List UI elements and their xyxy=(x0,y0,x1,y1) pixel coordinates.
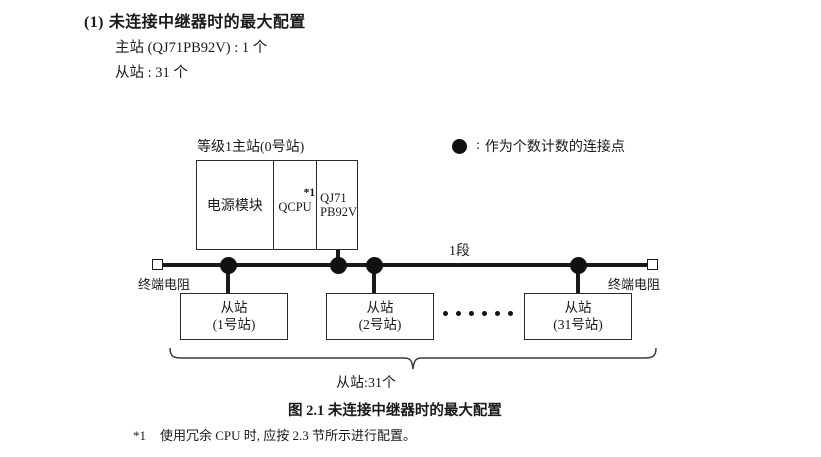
slave-group-brace-label: 从站:31个 xyxy=(336,376,396,391)
drop-line-slave-1 xyxy=(226,265,230,294)
drop-line-slave-2 xyxy=(372,265,376,294)
module-qcpu-label: QCPU xyxy=(278,199,312,214)
legend: : 作为个数计数的连接点 xyxy=(452,136,625,156)
bus-line xyxy=(156,263,652,267)
spec-master-count: 主站 (QJ71PB92V) : 1 个 xyxy=(115,40,268,56)
terminator-right-icon xyxy=(647,259,658,270)
drop-line-slave-31 xyxy=(576,265,580,294)
ellipsis-dot xyxy=(443,311,448,316)
section-heading: (1)未连接中继器时的最大配置 xyxy=(84,8,306,32)
section-title: 未连接中继器时的最大配置 xyxy=(108,14,306,31)
module-power-supply: 电源模块 xyxy=(197,161,274,249)
slave-station-box-31: 从站 (31号站) xyxy=(524,293,632,340)
figure-caption: 图 2.1 未连接中继器时的最大配置 xyxy=(288,403,502,419)
slave-station-box-1: 从站 (1号站) xyxy=(180,293,288,340)
module-qj71pb92v-line1: QJ71 xyxy=(320,191,347,205)
legend-dot-icon xyxy=(452,138,467,154)
segment-label: 1段 xyxy=(449,244,470,259)
slave-station-box-2: 从站 (2号站) xyxy=(326,293,434,340)
ellipsis-dot xyxy=(469,311,474,316)
footnote-text: 使用冗余 CPU 时, 应按 2.3 节所示进行配置。 xyxy=(160,428,417,443)
brace-svg xyxy=(169,347,657,370)
slave-station-2-number: (2号站) xyxy=(358,316,402,332)
connection-dot-slave-31 xyxy=(570,257,587,274)
legend-text: 作为个数计数的连接点 xyxy=(484,140,625,155)
terminator-right-label: 终端电阻 xyxy=(608,277,661,292)
module-qcpu: QCPU *1 xyxy=(274,161,318,249)
connection-dot-slave-2 xyxy=(366,257,383,274)
slave-station-31-name: 从站 xyxy=(564,300,592,316)
ellipsis-dot xyxy=(482,311,487,316)
master-station-label: 等级1主站(0号站) xyxy=(197,140,305,155)
module-power-supply-label: 电源模块 xyxy=(206,199,263,214)
section-number: (1) xyxy=(84,14,104,31)
ellipsis-dot xyxy=(508,311,513,316)
footnote: *1 使用冗余 CPU 时, 应按 2.3 节所示进行配置。 xyxy=(133,425,416,444)
qcpu-footnote-marker: *1 xyxy=(303,187,316,199)
connection-dot-slave-1 xyxy=(220,257,237,274)
terminator-left-label: 终端电阻 xyxy=(138,277,191,292)
ellipsis-dot xyxy=(495,311,500,316)
ellipsis-dots-icon xyxy=(443,311,513,316)
module-qj71pb92v-line2: PB92V xyxy=(320,205,357,219)
slave-station-1-number: (1号站) xyxy=(212,316,256,332)
slave-station-31-number: (31号站) xyxy=(553,316,603,332)
slave-group-brace xyxy=(168,346,658,377)
terminator-left-icon xyxy=(152,259,163,270)
legend-colon: : xyxy=(476,138,480,153)
connection-dot-master xyxy=(330,257,347,274)
slave-station-1-name: 从站 xyxy=(220,300,248,316)
spec-slave-count: 从站 : 31 个 xyxy=(115,65,188,81)
slave-station-2-name: 从站 xyxy=(366,300,394,316)
ellipsis-dot xyxy=(456,311,461,316)
footnote-marker: *1 xyxy=(133,428,146,443)
